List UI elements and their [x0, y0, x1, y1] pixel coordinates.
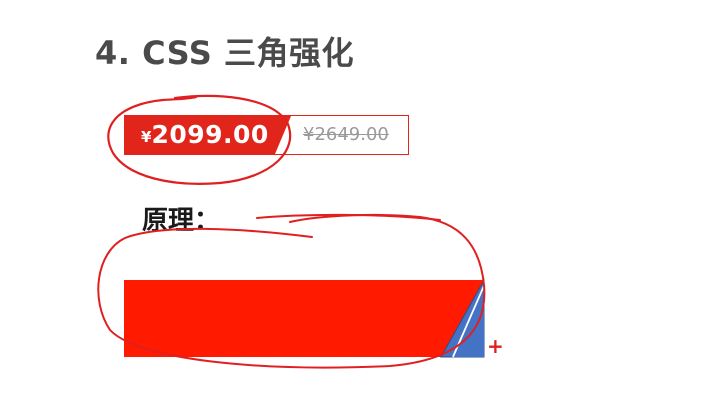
current-price-value: 2099.00 — [151, 120, 269, 149]
currency-symbol: ¥ — [141, 128, 152, 146]
section-heading: 4. CSS 三角强化 — [95, 34, 354, 72]
demo-triangle-shape — [440, 278, 485, 358]
principle-label: 原理： — [142, 206, 221, 236]
original-price: ¥2649.00 — [303, 124, 389, 145]
demo-red-bar — [124, 280, 484, 357]
principle-underline-annotation — [256, 213, 441, 221]
price-box: ¥2099.00 ¥2649.00 — [124, 115, 409, 155]
slanted-divider — [275, 116, 291, 154]
current-price: ¥2099.00 — [125, 116, 291, 154]
plus-mark: + — [487, 334, 504, 358]
